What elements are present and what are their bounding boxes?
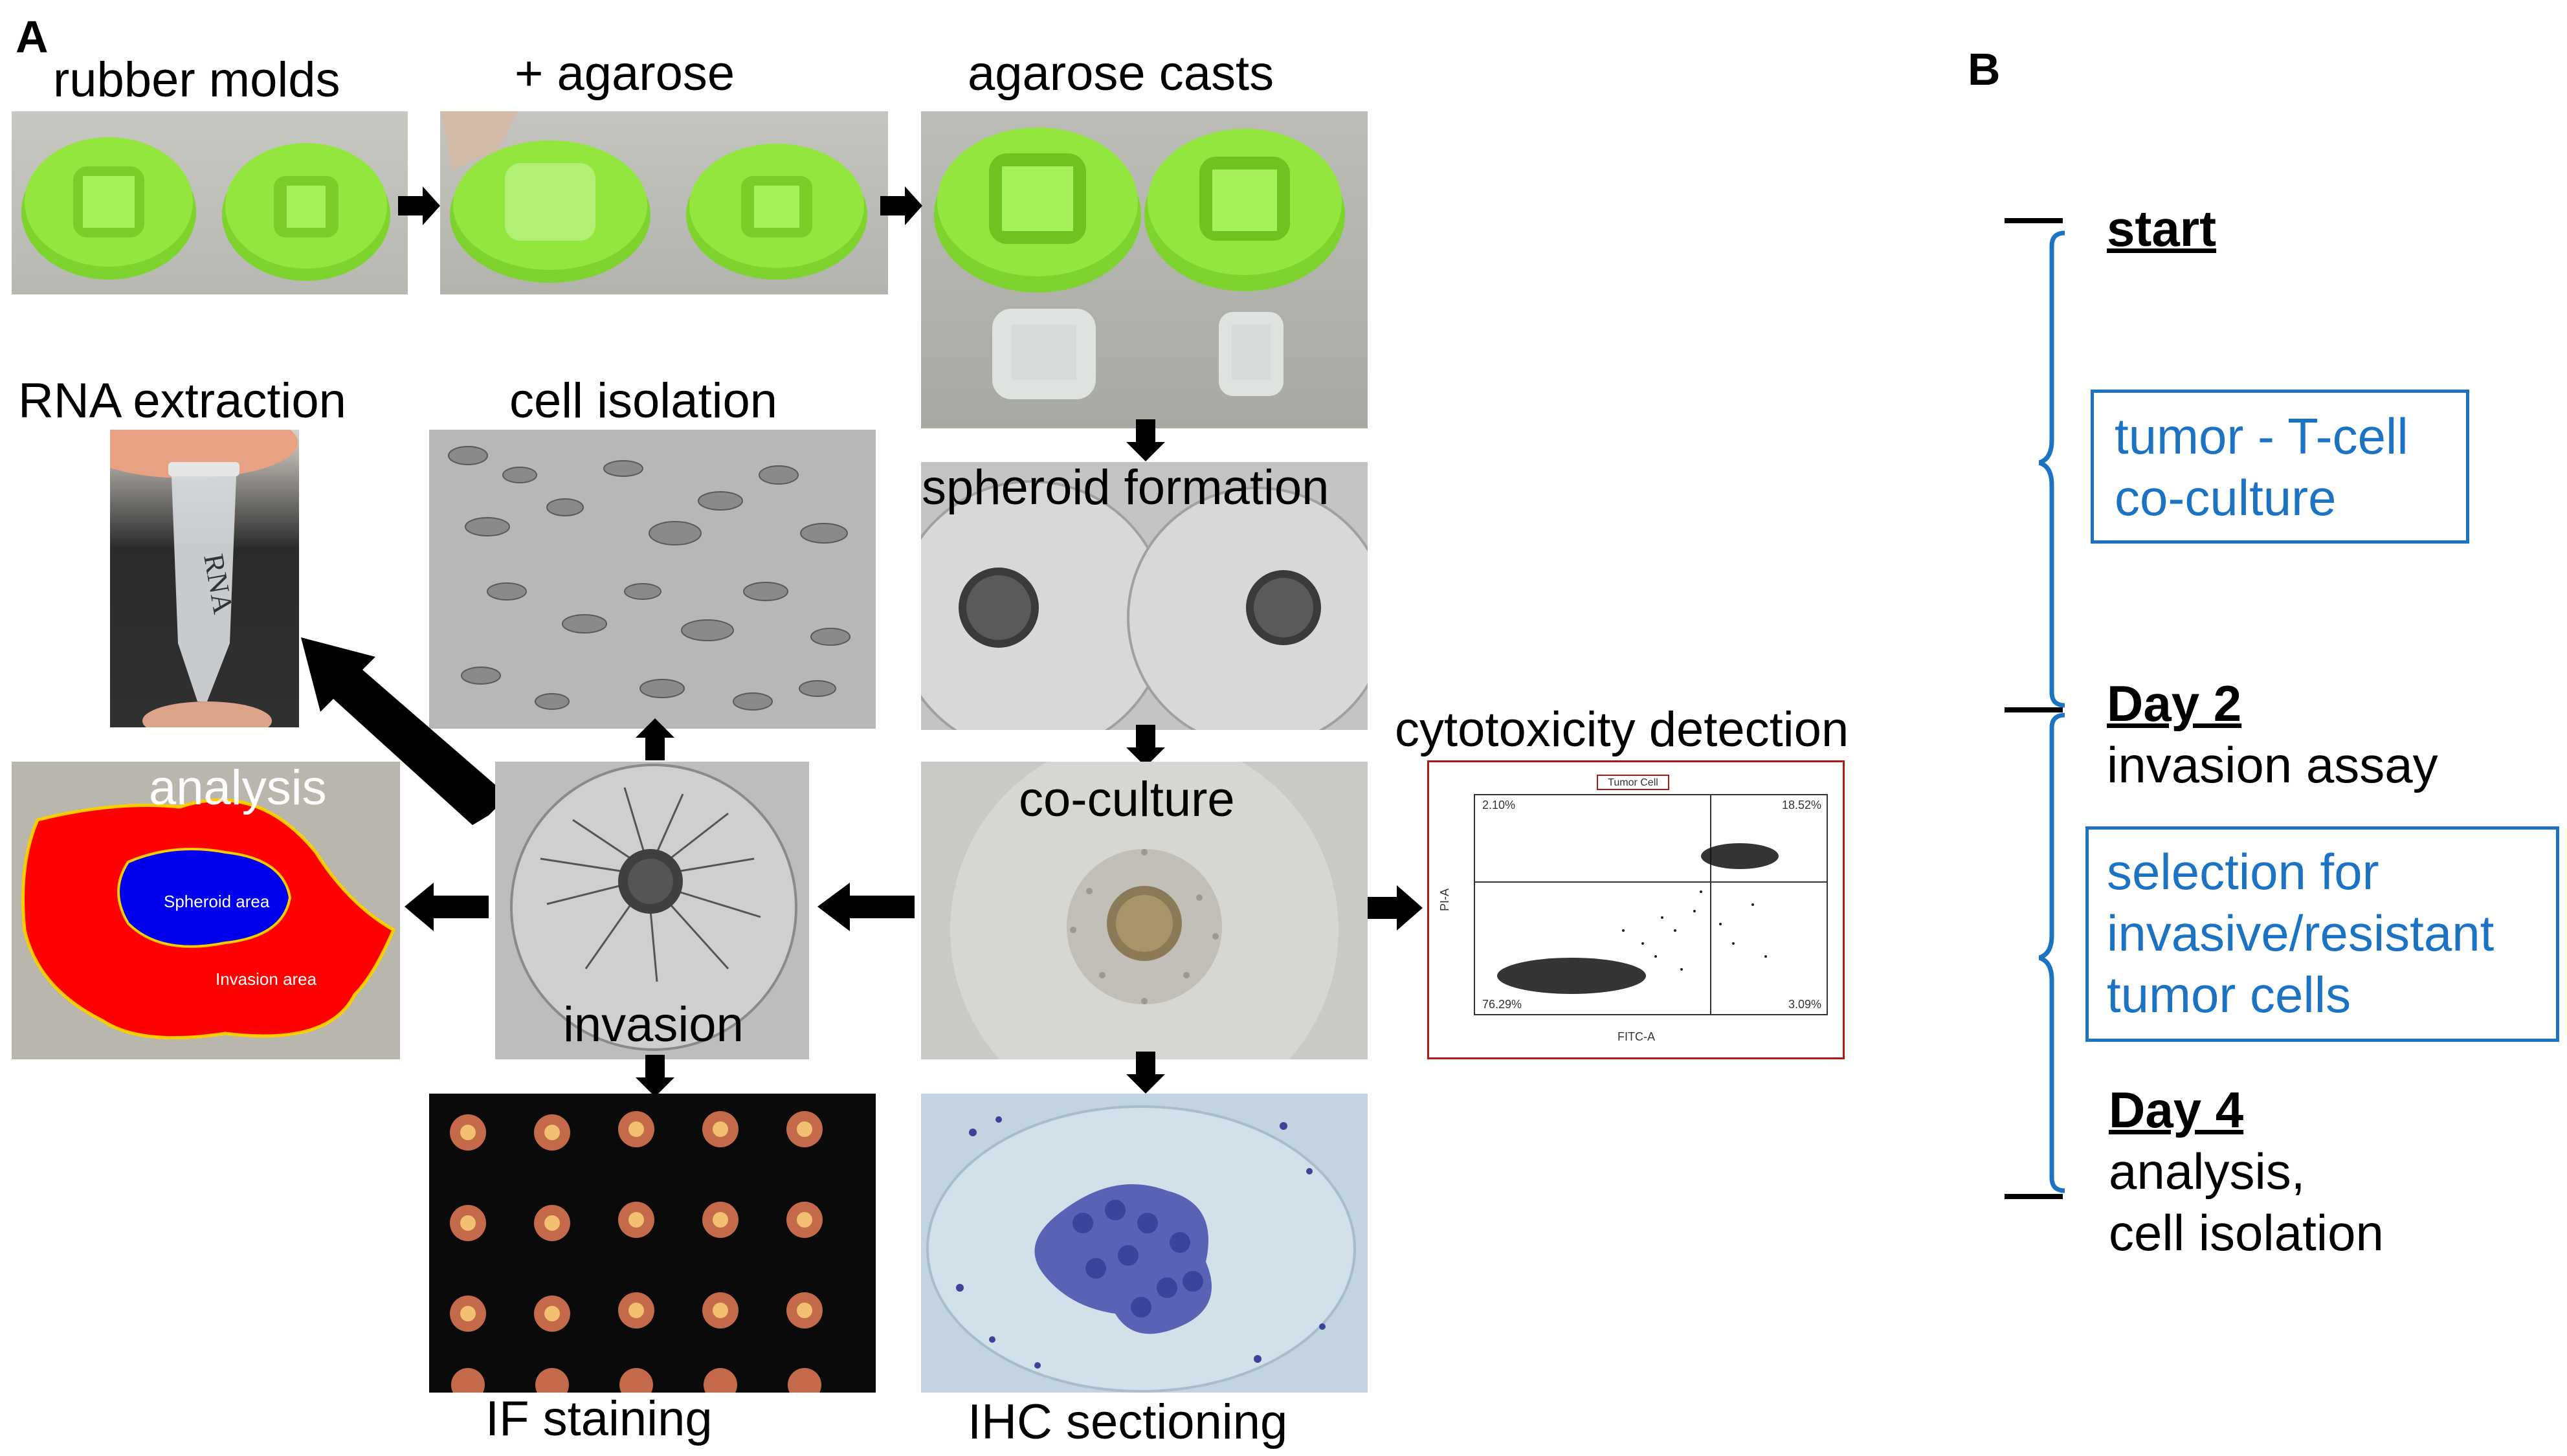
invasion-photo [495,762,809,1059]
rna-tube-photo: RNA [110,430,299,727]
co-culture-photo [921,762,1368,1059]
flow-q-bottom-right: 3.09% [1788,998,1821,1011]
box1-line2: co-culture [2115,469,2337,527]
arrow-right-icon [880,186,922,225]
arrow-right-icon [398,186,440,225]
analysis-photo: Spheroid area Invasion area [12,762,400,1059]
day4-label: Day 4 [2109,1081,2244,1138]
flow-q-top-left: 2.10% [1482,799,1515,811]
box2-line2: invasive/resistant [2107,905,2495,962]
box2-line3: tumor cells [2107,966,2351,1024]
arrow-right-icon [1368,885,1423,931]
timeline-tick-day2 [2005,707,2063,712]
label-agarose-casts: agarose casts [968,46,1274,101]
ihc-sectioning-photo [921,1094,1368,1393]
selection-box: selection for invasive/resistant tumor c… [2085,826,2559,1042]
spheroid-area-label: Spheroid area [164,892,270,911]
arrow-left-icon [817,883,915,931]
timeline-tick-start [2005,218,2063,223]
timeline-day2: Day 2 invasion assay [2107,673,2438,796]
arrow-down-icon [1126,419,1165,461]
label-invasion: invasion [563,997,744,1052]
label-co-culture: co-culture [1019,772,1235,827]
spheroid-formation-photo [921,462,1368,730]
day4-text-line1: analysis, [2109,1143,2306,1200]
day2-text: invasion assay [2107,736,2438,794]
flow-y-axis: PI-A [1438,888,1451,911]
panel-a-letter: A [16,12,49,62]
label-rubber-molds: rubber molds [53,52,340,107]
label-plus-agarose: + agarose [515,46,735,101]
box2-line1: selection for [2107,843,2379,900]
day2-label: Day 2 [2107,675,2242,732]
invasion-area-label: Invasion area [216,969,317,989]
flow-title: Tumor Cell [1608,777,1658,788]
flow-cytometry-plot: Tumor Cell 2.10% 18.52% 76.29% 3.09% PI-… [1427,760,1845,1059]
cell-isolation-photo [429,430,876,729]
panel-b-letter: B [1968,44,2001,94]
timeline-start-label: start [2107,198,2216,259]
flow-x-axis: FITC-A [1617,1030,1655,1043]
arrow-up-icon [636,718,674,760]
flow-q-bottom-left: 76.29% [1482,998,1522,1011]
label-analysis: analysis [149,760,327,815]
agarose-casts-photo [921,111,1368,428]
label-spheroid-formation: spheroid formation [922,460,1329,515]
flow-q-top-right: 18.52% [1782,799,1821,811]
if-staining-photo [429,1094,876,1393]
label-cell-isolation: cell isolation [509,373,777,428]
label-rna-extraction: RNA extraction [18,373,346,428]
arrow-down-icon [1126,1052,1165,1094]
day4-text-line2: cell isolation [2109,1204,2384,1262]
timeline-brackets [2039,230,2065,1193]
arrow-down-icon [1126,725,1165,767]
timeline-day4: Day 4 analysis, cell isolation [2109,1079,2384,1264]
rubber-molds-photo [12,111,408,294]
coculture-box: tumor - T-cell co-culture [2091,390,2469,544]
arrow-diagonal-icon [301,637,508,825]
box1-line1: tumor - T-cell [2115,408,2408,465]
label-cytotoxicity-detection: cytotoxicity detection [1395,702,1849,757]
label-if-staining: IF staining [485,1391,713,1446]
arrow-left-icon [405,883,489,931]
agarose-pour-photo [440,111,888,294]
start-text: start [2107,200,2217,257]
arrow-down-icon [636,1055,674,1097]
timeline-tick-day4 [2005,1194,2063,1199]
label-ihc-sectioning: IHC sectioning [968,1395,1288,1450]
